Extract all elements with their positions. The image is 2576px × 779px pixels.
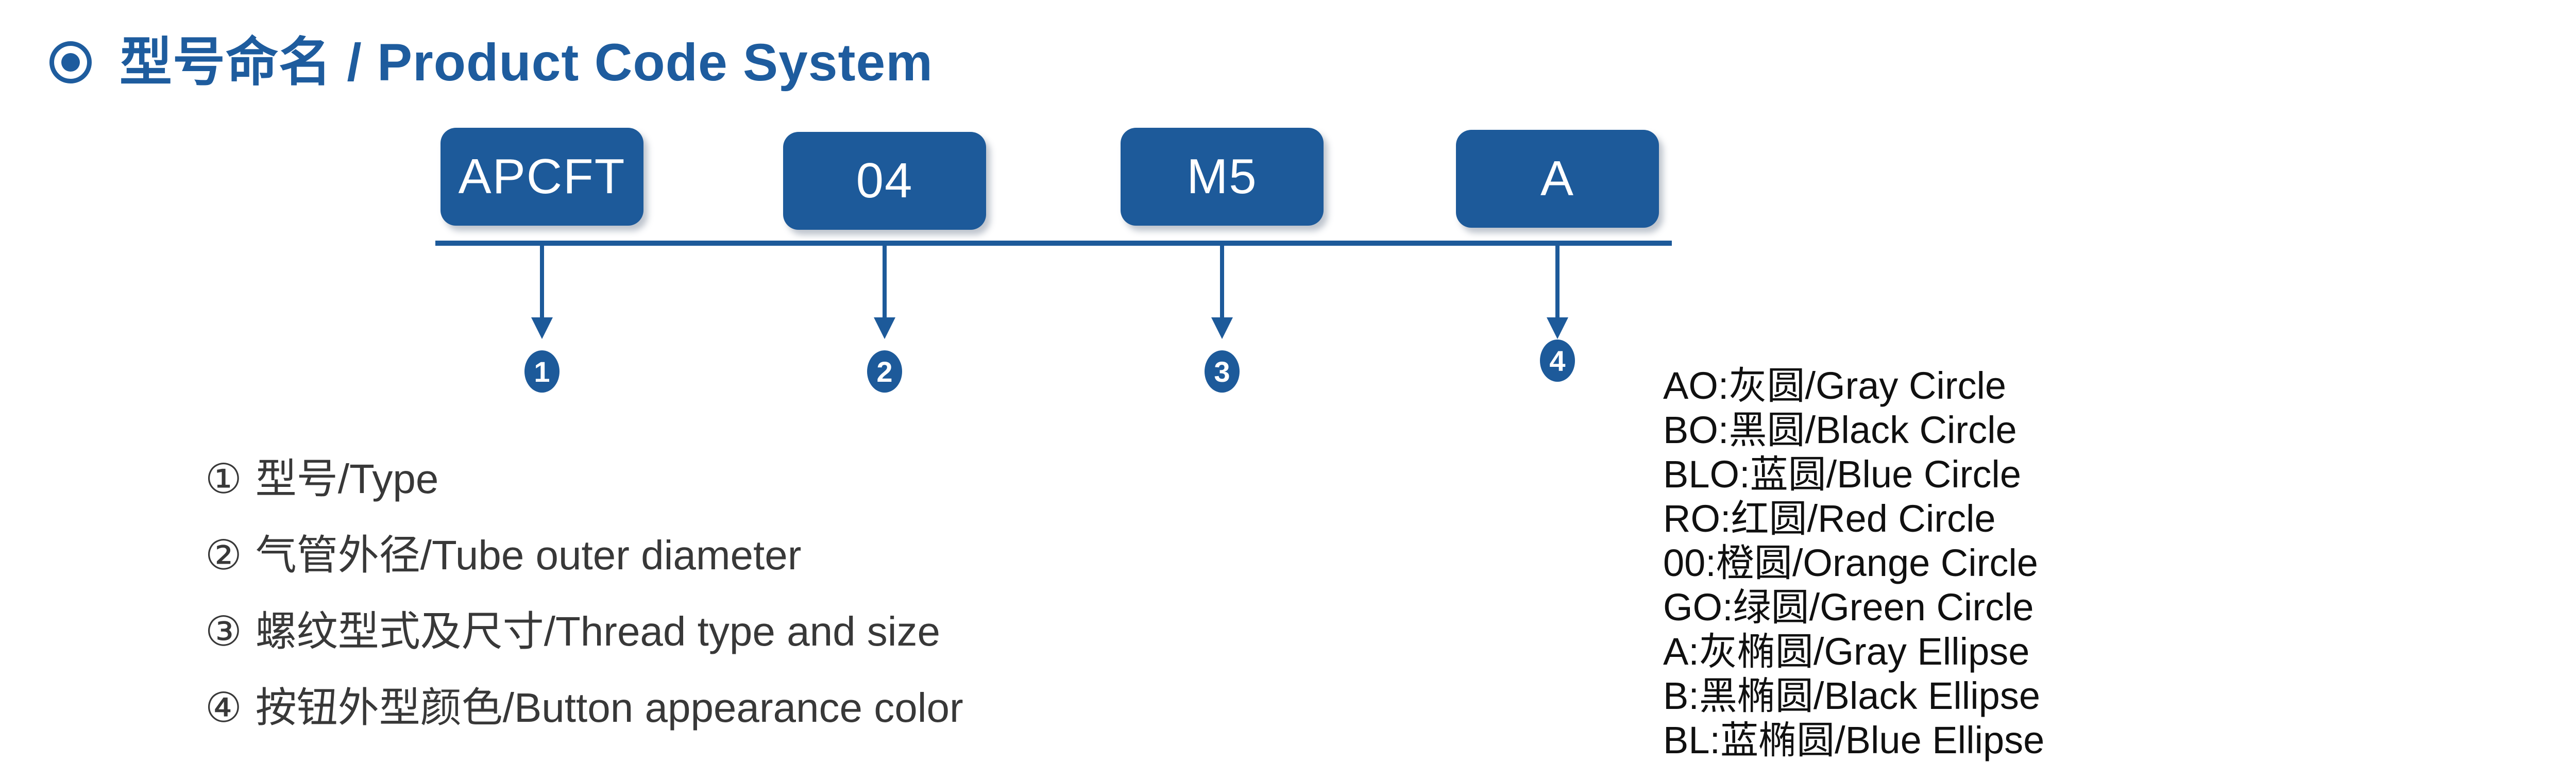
- badge-number: 1: [534, 355, 550, 388]
- code-box-color-label: A: [1540, 151, 1575, 206]
- page-title: 型号命名 / Product Code System: [120, 33, 933, 92]
- down-arrow-icon: [874, 317, 895, 339]
- down-arrow-icon: [1211, 317, 1233, 339]
- color-option: BO:黑圆/Black Circle: [1663, 409, 2017, 451]
- target-icon-dot: [61, 53, 80, 72]
- arrow-column-3: 3: [1199, 0, 1245, 412]
- circled-number: ②: [205, 532, 242, 578]
- color-option: 00:橙圆/Orange Circle: [1663, 541, 2038, 584]
- legend-item-label: 按钮外型颜色/Button appearance color: [255, 685, 963, 731]
- arrow-stem: [1555, 246, 1560, 317]
- target-icon: [49, 41, 92, 83]
- number-badge-3: 3: [1205, 350, 1240, 393]
- badge-number: 3: [1214, 355, 1230, 388]
- code-box-thread-label: M5: [1187, 149, 1258, 204]
- circled-number: ①: [205, 456, 242, 502]
- circled-number: ④: [205, 685, 242, 731]
- color-option: B:黑椭圆/Black Ellipse: [1663, 674, 2040, 717]
- arrow-column-4: 4: [1534, 0, 1581, 412]
- connector-line: [435, 241, 1672, 246]
- code-box-color: A: [1456, 130, 1659, 228]
- color-option: GO:绿圆/Green Circle: [1663, 586, 2034, 629]
- badge-number: 2: [876, 355, 893, 388]
- number-badge-2: 2: [867, 350, 902, 393]
- code-box-type: APCFT: [440, 128, 643, 226]
- legend-item-button-color: ④ 按钮外型颜色/Button appearance color: [205, 670, 963, 746]
- button-color-options: AO:灰圆/Gray Circle BO:黑圆/Black Circle BLO…: [1663, 364, 2044, 763]
- badge-number: 4: [1549, 344, 1566, 377]
- down-arrow-icon: [1547, 317, 1568, 339]
- circled-number: ③: [205, 608, 242, 654]
- code-box-tube-diameter: 04: [783, 132, 986, 230]
- color-option: BL:蓝椭圆/Blue Ellipse: [1663, 719, 2045, 761]
- color-option: BLO:蓝圆/Blue Circle: [1663, 453, 2021, 496]
- legend: ① 型号/Type ② 气管外径/Tube outer diameter ③ 螺纹型式…: [205, 441, 963, 746]
- legend-item-label: 型号/Type: [255, 456, 439, 502]
- color-option: RO:红圆/Red Circle: [1663, 497, 1996, 540]
- legend-item-type: ① 型号/Type: [205, 441, 963, 517]
- code-box-tube-diameter-label: 04: [856, 153, 913, 208]
- number-badge-4: 4: [1540, 340, 1575, 382]
- color-option: AO:灰圆/Gray Circle: [1663, 364, 2007, 407]
- arrow-column-2: 2: [861, 0, 908, 412]
- arrow-column-1: 1: [519, 0, 565, 412]
- section-header: 型号命名 / Product Code System: [49, 30, 933, 95]
- number-badge-1: 1: [524, 350, 560, 393]
- legend-item-label: 气管外径/Tube outer diameter: [255, 532, 802, 578]
- code-box-thread: M5: [1121, 128, 1324, 226]
- color-option: A:灰椭圆/Gray Ellipse: [1663, 630, 2030, 673]
- legend-item-thread: ③ 螺纹型式及尺寸/Thread type and size: [205, 594, 963, 670]
- legend-item-tube-diameter: ② 气管外径/Tube outer diameter: [205, 517, 963, 594]
- code-box-type-label: APCFT: [458, 149, 626, 204]
- legend-item-label: 螺纹型式及尺寸/Thread type and size: [255, 608, 941, 654]
- arrow-stem: [1220, 246, 1224, 317]
- down-arrow-icon: [531, 317, 553, 339]
- arrow-stem: [883, 246, 887, 317]
- arrow-stem: [540, 246, 544, 317]
